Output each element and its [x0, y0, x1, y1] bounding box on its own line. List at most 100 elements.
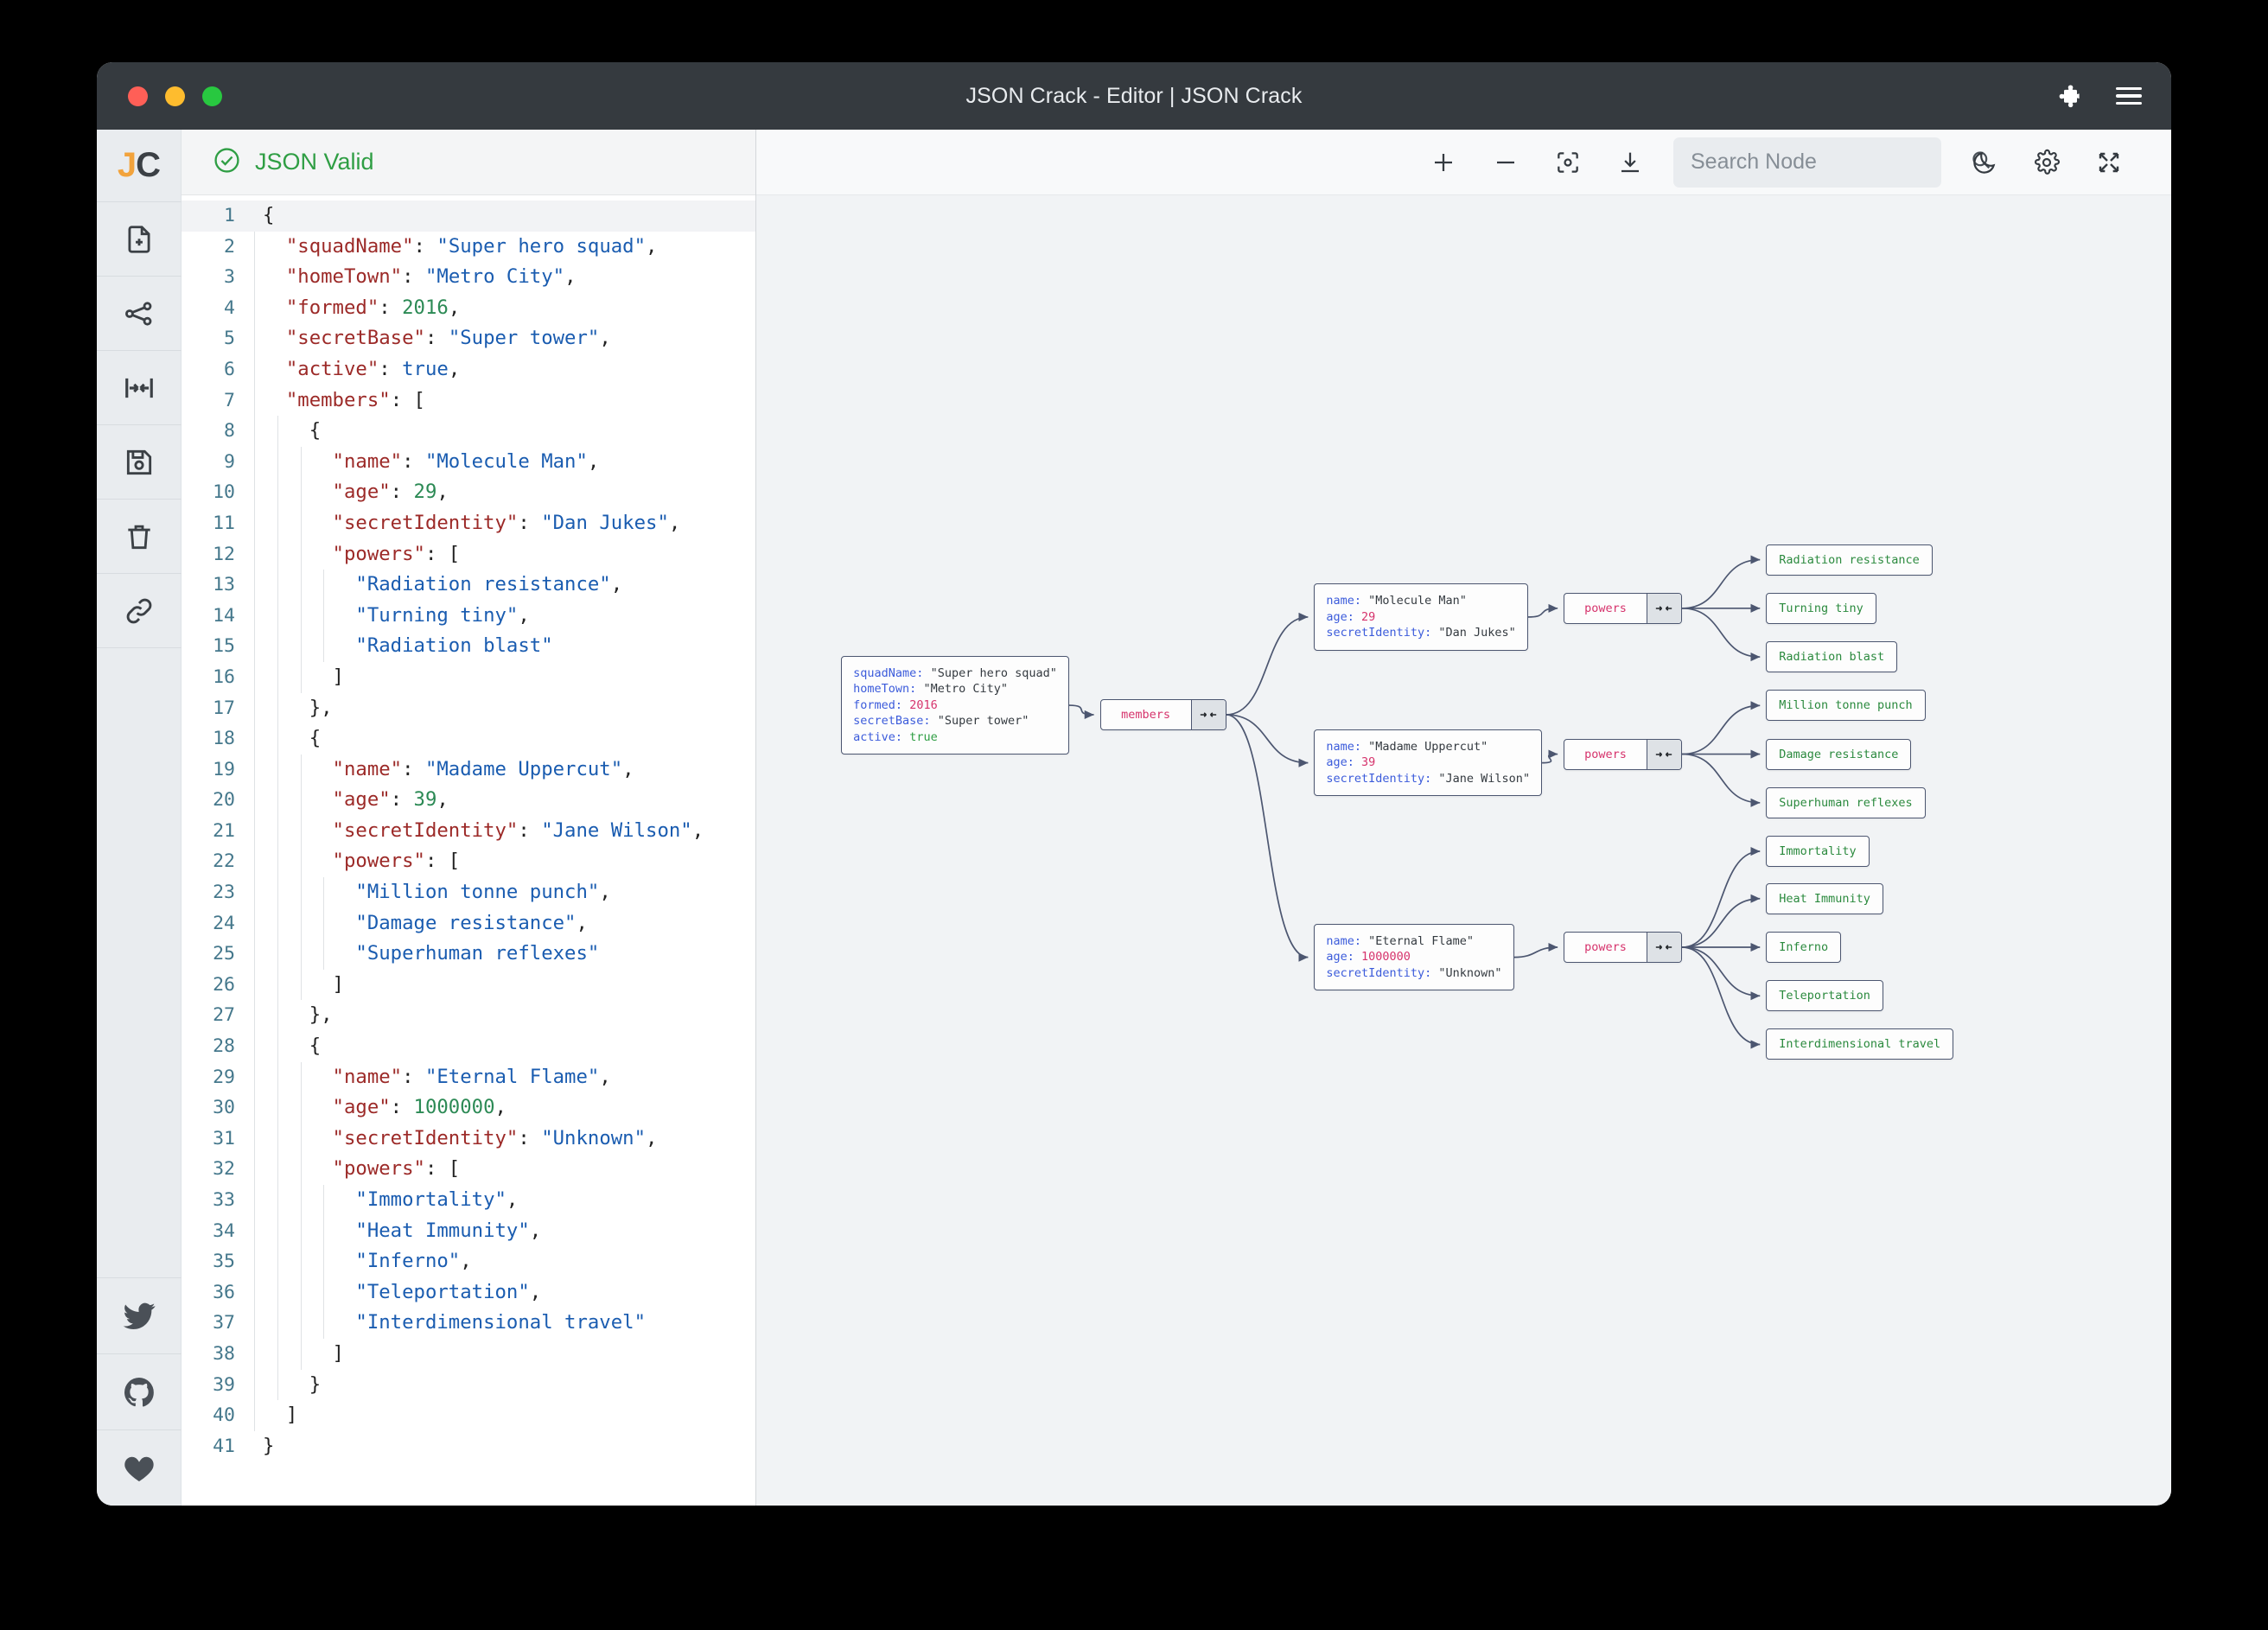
code-line[interactable]: 36 "Teleportation",: [182, 1277, 755, 1308]
puzzle-piece-icon[interactable]: [2055, 83, 2081, 109]
code-line[interactable]: 30 "age": 1000000,: [182, 1092, 755, 1124]
code-token: ,: [587, 449, 600, 473]
node-powers-3[interactable]: powers: [1564, 932, 1682, 963]
code-line[interactable]: 14 "Turning tiny",: [182, 600, 755, 632]
code-line[interactable]: 13 "Radiation resistance",: [182, 570, 755, 601]
code-token: "members": [285, 388, 391, 411]
node-leaf-inferno[interactable]: Inferno: [1766, 932, 1842, 963]
code-line[interactable]: 6 "active": true,: [182, 353, 755, 385]
node-leaf-turning-tiny[interactable]: Turning tiny: [1766, 592, 1876, 624]
code-text: "members": [: [252, 385, 755, 417]
close-button[interactable]: [128, 86, 148, 106]
zoom-out-icon[interactable]: [1475, 137, 1537, 188]
node-leaf-damage-resistance[interactable]: Damage resistance: [1766, 738, 1912, 770]
code-line[interactable]: 26 ]: [182, 969, 755, 1001]
link-icon[interactable]: [97, 574, 182, 648]
code-line[interactable]: 38 ]: [182, 1338, 755, 1370]
fullscreen-icon[interactable]: [2078, 137, 2140, 188]
new-file-icon[interactable]: [97, 202, 182, 277]
code-line[interactable]: 29 "name": "Eternal Flame",: [182, 1061, 755, 1093]
collapse-node-icon[interactable]: [1646, 739, 1681, 769]
code-line[interactable]: 5 "secretBase": "Super tower",: [182, 323, 755, 354]
node-leaf-radiation-resistance[interactable]: Radiation resistance: [1766, 544, 1933, 576]
code-line[interactable]: 19 "name": "Madame Uppercut",: [182, 754, 755, 786]
hamburger-menu-icon[interactable]: [2116, 86, 2142, 105]
code-line[interactable]: 24 "Damage resistance",: [182, 907, 755, 939]
code-line[interactable]: 25 "Superhuman reflexes": [182, 939, 755, 970]
code-line[interactable]: 1{: [182, 201, 755, 232]
code-line[interactable]: 17 },: [182, 692, 755, 724]
search-node-box[interactable]: [1673, 137, 1991, 188]
node-leaf-million-tonne-punch[interactable]: Million tonne punch: [1766, 690, 1926, 722]
download-icon[interactable]: [1599, 137, 1661, 188]
collapse-node-icon[interactable]: [1190, 699, 1226, 729]
code-line[interactable]: 28 {: [182, 1031, 755, 1062]
code-line[interactable]: 8 {: [182, 416, 755, 447]
node-field-value: 29: [1361, 609, 1376, 624]
code-line[interactable]: 9 "name": "Molecule Man",: [182, 446, 755, 478]
collapse-node-icon[interactable]: [1646, 593, 1681, 623]
maximize-button[interactable]: [202, 86, 222, 106]
code-line[interactable]: 12 "powers": [: [182, 538, 755, 570]
save-file-icon[interactable]: [97, 425, 182, 500]
code-line[interactable]: 21 "secretIdentity": "Jane Wilson",: [182, 815, 755, 847]
node-leaf-label: Radiation resistance: [1779, 552, 1920, 567]
github-icon[interactable]: [97, 1353, 182, 1429]
node-leaf-superhuman-reflexes[interactable]: Superhuman reflexes: [1766, 786, 1926, 818]
delete-trash-icon[interactable]: [97, 500, 182, 574]
code-token: ]: [332, 972, 344, 996]
heart-icon[interactable]: [97, 1429, 182, 1506]
code-line[interactable]: 27 },: [182, 1000, 755, 1032]
twitter-icon[interactable]: [97, 1277, 182, 1353]
line-number: 37: [213, 1312, 235, 1334]
node-root[interactable]: squadName: "Super hero squad"homeTown: "…: [841, 655, 1069, 755]
code-line[interactable]: 16 ]: [182, 661, 755, 693]
center-view-icon[interactable]: [1537, 137, 1599, 188]
code-line[interactable]: 35 "Inferno",: [182, 1246, 755, 1277]
search-input[interactable]: [1691, 150, 1969, 175]
code-line[interactable]: 11 "secretIdentity": "Dan Jukes",: [182, 507, 755, 539]
node-powers-1[interactable]: powers: [1564, 592, 1682, 624]
node-members[interactable]: members: [1099, 698, 1226, 730]
code-line[interactable]: 37 "Interdimensional travel": [182, 1308, 755, 1339]
node-leaf-immortality[interactable]: Immortality: [1766, 836, 1870, 868]
code-token: :: [402, 449, 425, 473]
code-line[interactable]: 18 {: [182, 723, 755, 755]
code-line[interactable]: 33 "Immortality",: [182, 1185, 755, 1216]
code-line[interactable]: 10 "age": 29,: [182, 477, 755, 508]
code-text: "Teleportation",: [252, 1277, 755, 1308]
code-line[interactable]: 23 "Million tonne punch",: [182, 877, 755, 908]
zoom-in-icon[interactable]: [1412, 137, 1475, 188]
code-line[interactable]: 20 "age": 39,: [182, 785, 755, 816]
node-leaf-teleportation[interactable]: Teleportation: [1766, 980, 1883, 1012]
code-line[interactable]: 31 "secretIdentity": "Unknown",: [182, 1123, 755, 1155]
code-line[interactable]: 2 "squadName": "Super hero squad",: [182, 231, 755, 263]
node-powers-2[interactable]: powers: [1564, 738, 1682, 770]
code-text: "powers": [: [252, 1154, 755, 1185]
code-line[interactable]: 34 "Heat Immunity",: [182, 1215, 755, 1247]
gear-icon[interactable]: [2016, 137, 2078, 188]
code-line[interactable]: 22 "powers": [: [182, 846, 755, 878]
collapse-node-icon[interactable]: [1646, 933, 1681, 962]
code-line[interactable]: 32 "powers": [: [182, 1154, 755, 1185]
code-line[interactable]: 3 "homeTown": "Metro City",: [182, 262, 755, 293]
node-leaf-interdimensional-travel[interactable]: Interdimensional travel: [1766, 1028, 1954, 1060]
node-leaf-heat-immunity[interactable]: Heat Immunity: [1766, 882, 1883, 914]
collapse-horizontal-icon[interactable]: [97, 351, 182, 425]
code-line[interactable]: 15 "Radiation blast": [182, 631, 755, 662]
graph-canvas[interactable]: squadName: "Super hero squad"homeTown: "…: [756, 195, 2171, 1506]
minimize-button[interactable]: [165, 86, 185, 106]
share-graph-icon[interactable]: [97, 277, 182, 351]
code-line[interactable]: 4 "formed": 2016,: [182, 292, 755, 324]
code-line[interactable]: 41}: [182, 1431, 755, 1462]
code-line[interactable]: 40 ]: [182, 1400, 755, 1431]
code-editor[interactable]: 1{2 "squadName": "Super hero squad",3 "h…: [182, 195, 755, 1506]
code-line[interactable]: 7 "members": [: [182, 385, 755, 417]
code-line[interactable]: 39 }: [182, 1369, 755, 1401]
moon-icon[interactable]: [1953, 137, 2016, 188]
node-leaf-radiation-blast[interactable]: Radiation blast: [1766, 641, 1898, 673]
